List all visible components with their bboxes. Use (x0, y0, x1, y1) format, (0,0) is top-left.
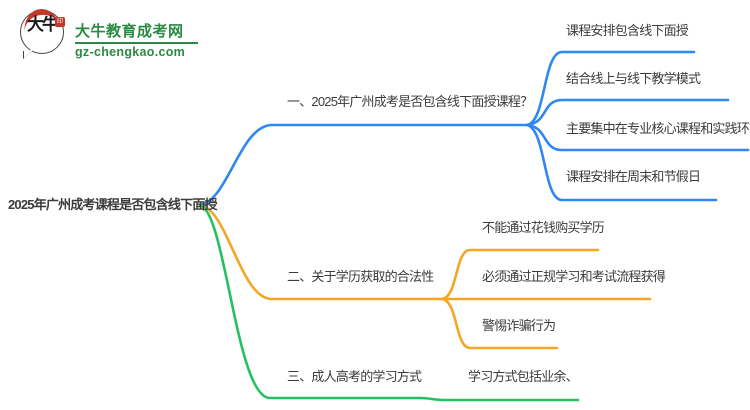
logo-bubble-tail (24, 50, 33, 58)
branch-1-child-1: 课程安排包含线下面授 (566, 23, 689, 38)
site-domain: gz-chengkao.com (75, 45, 186, 59)
logo-glyphs: 大牛 (27, 15, 59, 34)
logo-bubble-icon: 大牛 印 (20, 6, 65, 58)
branch-1-child-3: 主要集中在专业核心课程和实践环节 (566, 121, 750, 136)
root-node: 2025年广州成考课程是否包含线下面授 (8, 197, 218, 212)
branch-3-child-1: 学习方式包括业余、 (468, 369, 579, 384)
branch-2-child-1: 不能通过花钱购买学历 (482, 220, 605, 235)
branch-3-lines (198, 203, 580, 402)
site-name: 大牛教育成考网 (75, 23, 184, 40)
branch-2-label: 二、关于学历获取的合法性 (287, 269, 434, 284)
branch-3-label: 三、成人高考的学习方式 (287, 369, 422, 384)
logo-text-block: 大牛教育成考网 gz-chengkao.com (75, 10, 198, 59)
branch-1-child-2: 结合线上与线下教学模式 (566, 71, 701, 86)
branch-2-lines (198, 203, 652, 350)
branch-1-child-4: 课程安排在周末和节假日 (566, 169, 701, 184)
branch-2-child-2: 必须通过正规学习和考试流程获得 (482, 269, 666, 284)
logo-seal-icon: 印 (55, 17, 65, 27)
branch-2-child-3: 警惕诈骗行为 (482, 318, 556, 333)
logo-divider (75, 42, 198, 44)
branch-1-label: 一、2025年广州成考是否包含线下面授课程？ (287, 94, 533, 109)
branch-1-lines (198, 50, 750, 207)
site-logo: 大牛 印 大牛教育成考网 gz-chengkao.com (20, 6, 198, 59)
